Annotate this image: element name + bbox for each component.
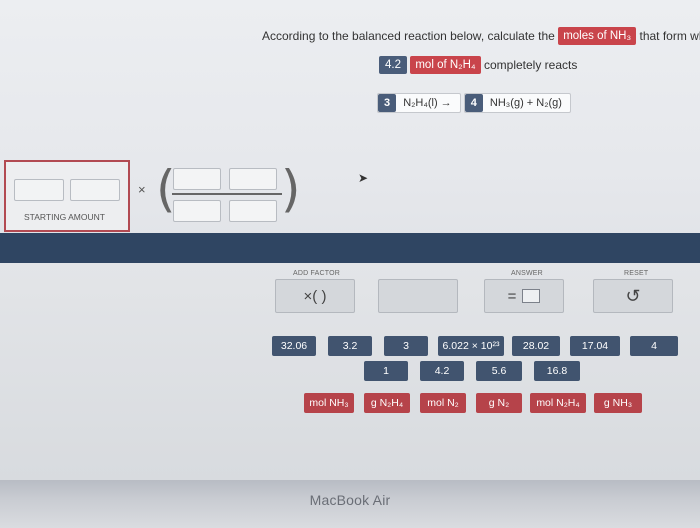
given-line: 4.2 mol of N₂H₄ completely reacts — [379, 56, 577, 74]
question-prefix: According to the balanced reaction below… — [262, 29, 555, 43]
right-paren: ) — [281, 160, 301, 218]
reactant-coefficient: 3 — [378, 94, 397, 112]
factor-denominator-unit-field[interactable] — [229, 200, 277, 222]
laptop-bezel: MacBook Air — [0, 480, 700, 528]
tile-4-2[interactable]: 4.2 — [420, 361, 464, 381]
reset-button[interactable]: ↺ — [593, 279, 673, 313]
factor-numerator-unit-field[interactable] — [229, 168, 277, 190]
tile-mol-nh3[interactable]: mol NH₃ — [304, 393, 354, 413]
starting-amount-label: STARTING AMOUNT — [24, 212, 105, 222]
tile-g-nh3[interactable]: g NH₃ — [594, 393, 642, 413]
reactant-group: 3 N₂H₄(l) → — [377, 93, 461, 113]
tile-g-n2h4[interactable]: g N₂H₄ — [364, 393, 410, 413]
add-factor-label: ADD FACTOR — [293, 270, 340, 277]
starting-amount-value-field[interactable] — [14, 179, 64, 201]
starting-amount-unit-field[interactable] — [70, 179, 120, 201]
question-suffix: that form when — [639, 29, 700, 43]
balanced-equation: 3 N₂H₄(l) → 4 NH₃(g) + N₂(g) — [377, 93, 571, 113]
left-paren: ( — [156, 160, 176, 218]
tile-3-2[interactable]: 3.2 — [328, 336, 372, 356]
answer-label: ANSWER — [511, 270, 543, 277]
multiply-sign: × — [138, 182, 146, 197]
tile-1[interactable]: 1 — [364, 361, 408, 381]
tile-16-8[interactable]: 16.8 — [534, 361, 580, 381]
reactant-species: N₂H₄(l) → — [403, 97, 452, 109]
target-quantity-tag: moles of NH₃ — [558, 27, 637, 45]
product-species: NH₃(g) + N₂(g) — [489, 97, 562, 109]
given-unit-tag: mol of N₂H₄ — [410, 56, 481, 74]
device-label: MacBook Air — [309, 492, 391, 508]
blank-slot — [378, 279, 458, 313]
tile-17-04[interactable]: 17.04 — [570, 336, 620, 356]
add-factor-button[interactable]: ×( ) — [275, 279, 355, 313]
tile-4[interactable]: 4 — [630, 336, 678, 356]
tile-mol-n2h4[interactable]: mol N₂H₄ — [530, 393, 586, 413]
factor-denominator-value-field[interactable] — [173, 200, 221, 222]
answer-button[interactable]: = — [484, 279, 564, 313]
factor-numerator-value-field[interactable] — [173, 168, 221, 190]
screen: According to the balanced reaction below… — [0, 0, 700, 480]
tile-avogadro[interactable]: 6.022 × 10²³ — [438, 336, 504, 356]
tile-32-06[interactable]: 32.06 — [272, 336, 316, 356]
reset-icon: ↺ — [625, 285, 641, 306]
toolbar-band — [0, 233, 700, 263]
mouse-cursor-icon: ➤ — [358, 171, 369, 185]
product-group: 4 NH₃(g) + N₂(g) — [463, 93, 571, 113]
product-coefficient: 4 — [464, 94, 483, 112]
tile-g-n2[interactable]: g N₂ — [476, 393, 522, 413]
question-line: According to the balanced reaction below… — [262, 27, 700, 45]
starting-amount-box[interactable]: STARTING AMOUNT — [4, 160, 130, 232]
given-value-tag: 4.2 — [379, 56, 407, 74]
tile-mol-n2[interactable]: mol N₂ — [420, 393, 466, 413]
tile-3[interactable]: 3 — [384, 336, 428, 356]
answer-equals: = — [507, 287, 517, 305]
fraction-bar — [172, 193, 282, 195]
answer-box — [522, 289, 541, 303]
tile-5-6[interactable]: 5.6 — [476, 361, 522, 381]
given-suffix: completely reacts — [483, 58, 578, 72]
tile-28-02[interactable]: 28.02 — [512, 336, 560, 356]
reset-label: RESET — [624, 270, 649, 277]
